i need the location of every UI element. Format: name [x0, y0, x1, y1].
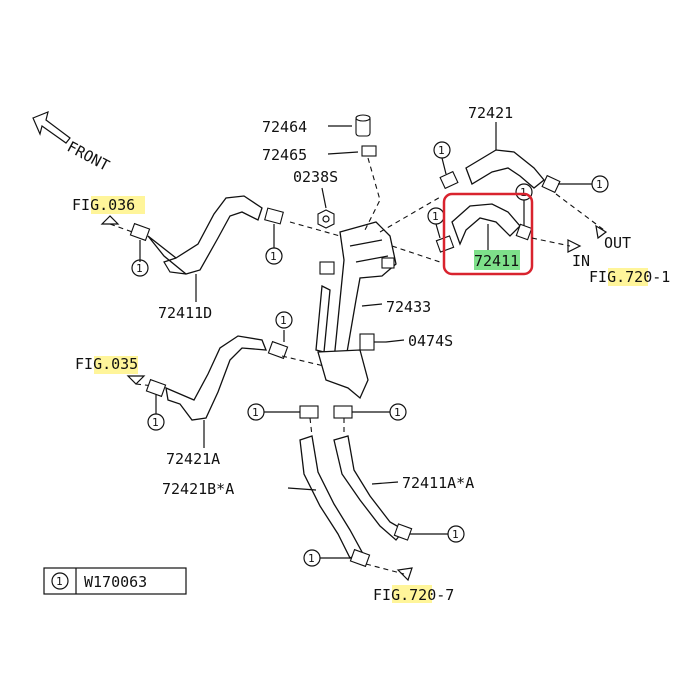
hose-72421 [465, 149, 545, 189]
fig720-1-prefix: FI [589, 268, 607, 286]
hose-72421a [165, 335, 267, 421]
legend-code: W170063 [84, 573, 147, 591]
part-label-72411d: 72411D [158, 304, 212, 322]
fig720-1-suffix: 0-1 [643, 268, 670, 286]
fig720-7-prefix: FI [373, 586, 391, 604]
out-label: OUT [604, 234, 631, 252]
part-72411-highlight [474, 250, 520, 270]
callout-1: 1 [432, 210, 439, 223]
callout-1: 1 [438, 144, 445, 157]
part-label-72465: 72465 [262, 146, 307, 164]
fig035-highlight [94, 356, 138, 374]
fig720-7-arrow-icon [396, 567, 413, 582]
fig720-1-highlight [608, 268, 648, 286]
front-arrow-icon [32, 111, 71, 144]
in-label: IN [572, 252, 590, 270]
fig720-7-code: G.72 [391, 586, 427, 604]
legend-box [43, 567, 187, 595]
callout-1: 1 [452, 528, 459, 541]
clamp-icon [129, 207, 284, 242]
fig035-code: G.035 [93, 355, 138, 373]
fig036-highlight [91, 196, 145, 214]
callout-circle [265, 247, 283, 265]
part-label-72421b: 72421B*A [162, 480, 234, 498]
fig720-7-highlight [392, 585, 432, 603]
part-label-0474s: 0474S [408, 332, 453, 350]
fig036-ref: FIG.036 [72, 196, 135, 214]
hose-72411 [451, 203, 521, 246]
callout-circle [147, 413, 165, 431]
callout-1: 1 [252, 406, 259, 419]
pipe-assembly-72433 [315, 221, 397, 400]
callout-circle [131, 259, 149, 277]
part-label-72433: 72433 [386, 298, 431, 316]
callout-1: 1 [596, 178, 603, 191]
fig036-arrow-icon [100, 215, 120, 225]
nut-icon [317, 209, 335, 229]
fig035-arrow-icon [126, 375, 146, 385]
fig036-prefix: FI [72, 196, 90, 214]
part-label-72411a: 72411A*A [402, 474, 474, 492]
callout-1: 1 [308, 552, 315, 565]
callout-1: 1 [152, 416, 159, 429]
part-label-72421a: 72421A [166, 450, 220, 468]
callout-1: 1 [280, 314, 287, 327]
callout-1: 1 [136, 262, 143, 275]
fig035-ref: FIG.035 [75, 355, 138, 373]
part-label-0238s: 0238S [293, 168, 338, 186]
fig720-7-suffix: 0-7 [427, 586, 454, 604]
clamp-icon [145, 340, 289, 398]
fig035-prefix: FI [75, 355, 93, 373]
legend-number: 1 [56, 575, 63, 588]
callout-circle [275, 311, 293, 329]
cap-icon [355, 114, 371, 137]
clamp-icon [299, 405, 353, 419]
clamp-icon [439, 170, 561, 194]
callout-1: 1 [394, 406, 401, 419]
fig720-1-code: G.72 [607, 268, 643, 286]
callout-1: 1 [520, 186, 527, 199]
callout-1: 1 [270, 250, 277, 263]
fig720-7-ref: FIG.720-7 [373, 586, 454, 604]
out-arrow-icon [595, 224, 608, 240]
hose-72411d [147, 195, 263, 275]
front-label: FRONT [64, 138, 112, 175]
hose-72421b [299, 435, 363, 559]
clamp-icon [361, 145, 377, 157]
clamp-icon [349, 523, 413, 568]
part-label-72464: 72464 [262, 118, 307, 136]
part-label-72411: 72411 [474, 252, 519, 270]
fig036-code: G.036 [90, 196, 135, 214]
part-label-72421: 72421 [468, 104, 513, 122]
in-arrow-icon [567, 239, 582, 253]
fig720-1-ref: FIG.720-1 [589, 268, 670, 286]
selection-box [442, 192, 534, 276]
bolt-icon [359, 333, 386, 351]
